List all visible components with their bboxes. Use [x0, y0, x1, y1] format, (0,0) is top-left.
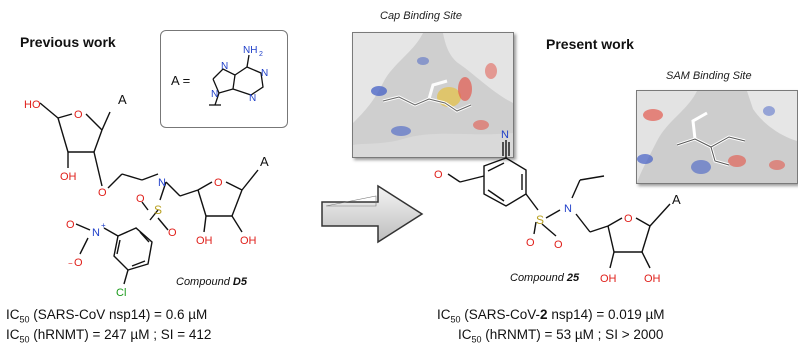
- sam-binding-site-label: SAM Binding Site: [666, 70, 752, 82]
- c25-oh1: OH: [600, 273, 617, 285]
- d5-oh1: OH: [60, 171, 77, 183]
- c25-nitrile-n: N: [501, 129, 509, 141]
- adenine-n9: N: [211, 89, 218, 100]
- c25-n: N: [564, 203, 572, 215]
- d5-so-o1: O: [136, 193, 145, 205]
- cap-binding-site-image: [352, 32, 514, 158]
- c25-ring-o: O: [624, 213, 633, 225]
- adenine-nh2-sub: 2: [259, 51, 263, 58]
- cap-binding-site-label: Cap Binding Site: [380, 10, 462, 22]
- d5-nitro-o1: O: [66, 219, 75, 231]
- d5-nitro-minus: −: [68, 259, 73, 268]
- compound-d5-structure: A HO O OH O N O A OH OH S O O N + O − O …: [24, 92, 269, 299]
- inset-a-label: A =: [171, 73, 190, 88]
- c25-s: S: [536, 213, 544, 227]
- c25-methoxy-o: O: [434, 169, 443, 181]
- d5-upper-a: A: [118, 92, 127, 107]
- c25-so-o2: O: [554, 239, 563, 251]
- arrow-icon: [321, 184, 424, 244]
- present-work-heading: Present work: [546, 36, 634, 52]
- d5-ring-o1: O: [74, 109, 83, 121]
- d5-ring-o2: O: [214, 177, 223, 189]
- adenine-n7: N: [221, 61, 228, 72]
- sam-binding-site-image: [636, 90, 798, 184]
- adenine-inset: A = N N N N NH 2: [160, 30, 288, 128]
- c25-so-o1: O: [526, 237, 535, 249]
- d5-ic50-hrnmt: IC50 (hRNMT) = 247 µM ; SI = 412: [6, 327, 212, 345]
- d5-nitro-n: N: [92, 227, 100, 239]
- d5-oh2: OH: [196, 235, 213, 247]
- d5-nitro-o2: O: [74, 257, 83, 269]
- compound-d5-label: Compound D5: [176, 276, 247, 288]
- d5-ether-o: O: [98, 187, 107, 199]
- d5-nitro-plus: +: [101, 221, 106, 230]
- d5-s: S: [154, 203, 162, 217]
- d5-so-o2: O: [168, 227, 177, 239]
- previous-work-heading: Previous work: [20, 34, 116, 50]
- d5-lower-a: A: [260, 154, 269, 169]
- c25-ic50-nsp14: IC50 (SARS-CoV-2 nsp14) = 0.019 µM: [437, 307, 665, 325]
- adenine-nh2: NH: [243, 45, 257, 56]
- adenine-n1: N: [261, 68, 268, 79]
- d5-n: N: [158, 177, 166, 189]
- d5-cl: Cl: [116, 287, 126, 299]
- compound-25-structure: O N S O O N O A OH OH: [434, 129, 681, 285]
- d5-ic50-nsp14: IC50 (SARS-CoV nsp14) = 0.6 µM: [6, 307, 208, 325]
- d5-oh3: OH: [240, 235, 257, 247]
- compound-25-label: Compound 25: [510, 272, 580, 284]
- adenine-n3: N: [249, 93, 256, 104]
- c25-oh2: OH: [644, 273, 661, 285]
- d5-ho: HO: [24, 99, 41, 111]
- adenine-structure: A = N N N N NH 2: [171, 45, 268, 106]
- c25-ic50-hrnmt: IC50 (hRNMT) = 53 µM ; SI > 2000: [458, 327, 664, 345]
- c25-a: A: [672, 192, 681, 207]
